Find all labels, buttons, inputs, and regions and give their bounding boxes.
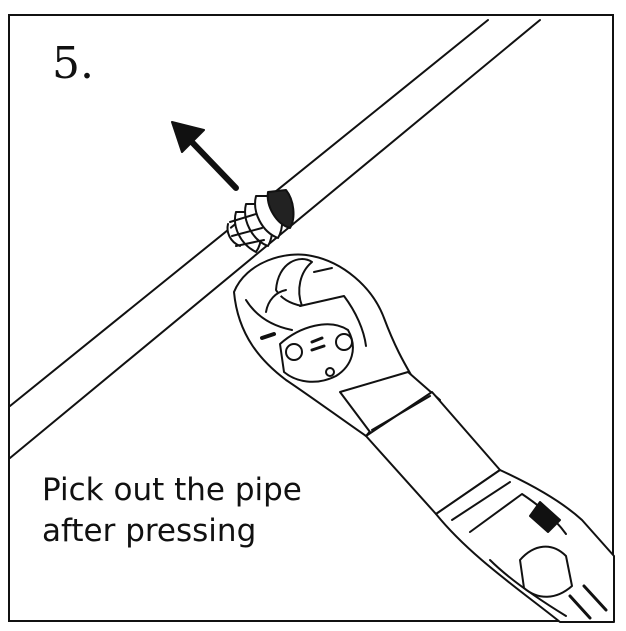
step-number: 5.	[52, 38, 94, 89]
caption-line-1: Pick out the pipe	[42, 472, 302, 508]
caption: Pick out the pipe after pressing	[42, 470, 302, 552]
caption-line-2: after pressing	[42, 512, 257, 549]
fitting-icon	[226, 189, 295, 253]
arrow-up-left-icon	[171, 121, 239, 191]
press-tool-icon	[233, 253, 615, 623]
